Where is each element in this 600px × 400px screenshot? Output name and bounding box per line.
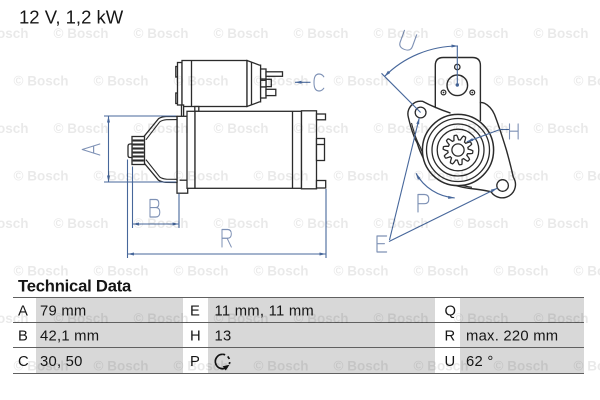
svg-text:U: U xyxy=(445,354,456,370)
svg-text:© Bosch: © Bosch xyxy=(174,263,229,278)
svg-text:B: B xyxy=(18,329,28,345)
svg-text:© Bosch: © Bosch xyxy=(14,358,69,373)
svg-text:© Bosch: © Bosch xyxy=(254,358,309,373)
svg-text:79 mm: 79 mm xyxy=(40,304,86,320)
svg-text:© Bosch: © Bosch xyxy=(94,358,149,373)
svg-text:© Bosch: © Bosch xyxy=(534,26,589,41)
svg-text:© Bosch: © Bosch xyxy=(134,26,189,41)
svg-text:30, 50: 30, 50 xyxy=(40,354,83,370)
svg-text:© Bosch: © Bosch xyxy=(374,121,429,136)
svg-text:© Bosch: © Bosch xyxy=(294,216,349,231)
svg-text:© Bosch: © Bosch xyxy=(94,73,149,88)
svg-text:© Bosch: © Bosch xyxy=(94,263,149,278)
svg-text:© Bosch: © Bosch xyxy=(174,358,229,373)
svg-text:A: A xyxy=(18,304,28,320)
svg-text:© Bosch: © Bosch xyxy=(254,73,309,88)
svg-text:© Bosch: © Bosch xyxy=(174,73,229,88)
svg-text:© Bosch: © Bosch xyxy=(294,311,349,326)
svg-text:© Bosch: © Bosch xyxy=(374,216,429,231)
svg-text:© Bosch: © Bosch xyxy=(254,263,309,278)
svg-text:© Bosch: © Bosch xyxy=(0,26,28,41)
svg-text:© Bosch: © Bosch xyxy=(414,168,469,183)
svg-text:© Bosch: © Bosch xyxy=(534,216,589,231)
svg-text:© Bosch: © Bosch xyxy=(334,263,389,278)
svg-text:© Bosch: © Bosch xyxy=(54,216,109,231)
svg-text:42,1 mm: 42,1 mm xyxy=(40,329,99,345)
svg-text:62 °: 62 ° xyxy=(466,354,494,370)
svg-text:© Bosch: © Bosch xyxy=(214,121,269,136)
svg-text:© Bosch: © Bosch xyxy=(414,73,469,88)
svg-text:© Bosch: © Bosch xyxy=(334,73,389,88)
svg-text:© Bosch: © Bosch xyxy=(494,73,549,88)
svg-text:12 V, 1,2 kW: 12 V, 1,2 kW xyxy=(19,7,124,28)
svg-text:© Bosch: © Bosch xyxy=(0,216,28,231)
svg-text:13: 13 xyxy=(215,329,232,345)
svg-text:© Bosch: © Bosch xyxy=(0,121,28,136)
svg-text:© Bosch: © Bosch xyxy=(174,168,229,183)
svg-text:© Bosch: © Bosch xyxy=(414,358,469,373)
svg-text:© Bosch: © Bosch xyxy=(214,311,269,326)
svg-text:© Bosch: © Bosch xyxy=(414,263,469,278)
svg-text:© Bosch: © Bosch xyxy=(374,26,429,41)
svg-text:© Bosch: © Bosch xyxy=(214,26,269,41)
svg-text:© Bosch: © Bosch xyxy=(134,311,189,326)
svg-text:© Bosch: © Bosch xyxy=(294,121,349,136)
svg-text:© Bosch: © Bosch xyxy=(54,26,109,41)
svg-text:© Bosch: © Bosch xyxy=(374,311,429,326)
svg-text:© Bosch: © Bosch xyxy=(54,121,109,136)
svg-text:© Bosch: © Bosch xyxy=(54,311,109,326)
svg-text:max. 220 mm: max. 220 mm xyxy=(466,329,558,345)
svg-text:© Bosch: © Bosch xyxy=(454,26,509,41)
svg-text:© Bosch: © Bosch xyxy=(0,311,28,326)
svg-text:© Bosch: © Bosch xyxy=(334,358,389,373)
svg-text:C: C xyxy=(18,354,29,370)
svg-text:© Bosch: © Bosch xyxy=(334,168,389,183)
svg-text:© Bosch: © Bosch xyxy=(254,168,309,183)
svg-text:Technical Data: Technical Data xyxy=(18,277,132,296)
svg-text:© Bosch: © Bosch xyxy=(574,263,600,278)
svg-text:© Bosch: © Bosch xyxy=(494,168,549,183)
svg-text:© Bosch: © Bosch xyxy=(134,216,189,231)
svg-text:P: P xyxy=(190,354,200,370)
svg-text:R: R xyxy=(445,329,456,345)
svg-text:© Bosch: © Bosch xyxy=(454,121,509,136)
svg-text:© Bosch: © Bosch xyxy=(214,216,269,231)
svg-text:© Bosch: © Bosch xyxy=(574,358,600,373)
svg-text:© Bosch: © Bosch xyxy=(14,263,69,278)
svg-text:© Bosch: © Bosch xyxy=(454,216,509,231)
svg-text:H: H xyxy=(190,329,201,345)
svg-text:© Bosch: © Bosch xyxy=(14,168,69,183)
svg-text:© Bosch: © Bosch xyxy=(494,358,549,373)
svg-text:E: E xyxy=(190,304,200,320)
svg-text:© Bosch: © Bosch xyxy=(494,263,549,278)
svg-text:© Bosch: © Bosch xyxy=(454,311,509,326)
svg-text:© Bosch: © Bosch xyxy=(574,73,600,88)
svg-text:© Bosch: © Bosch xyxy=(14,73,69,88)
svg-text:11 mm, 11 mm: 11 mm, 11 mm xyxy=(215,304,314,320)
svg-text:© Bosch: © Bosch xyxy=(134,121,189,136)
svg-text:© Bosch: © Bosch xyxy=(294,26,349,41)
svg-text:Q: Q xyxy=(445,304,457,320)
svg-text:© Bosch: © Bosch xyxy=(94,168,149,183)
svg-text:© Bosch: © Bosch xyxy=(534,121,589,136)
svg-text:© Bosch: © Bosch xyxy=(534,311,589,326)
svg-text:© Bosch: © Bosch xyxy=(574,168,600,183)
